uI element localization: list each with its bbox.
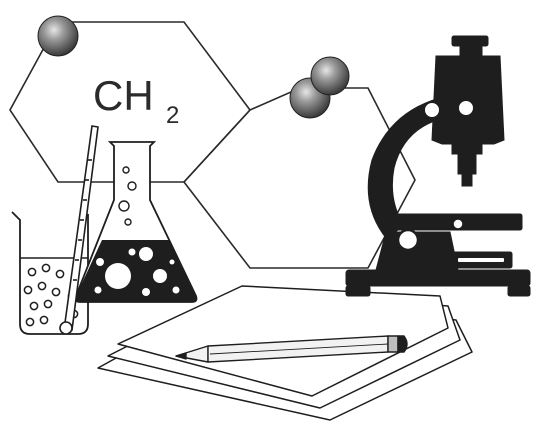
atom-spheres xyxy=(37,15,350,119)
thermometer-icon xyxy=(59,125,99,335)
flask-bubbles xyxy=(118,166,137,226)
atom-sphere-icon xyxy=(310,56,350,96)
flask-liquid-bubbles xyxy=(94,247,180,296)
formula-main: CH xyxy=(93,72,154,119)
formula-subscript: 2 xyxy=(166,102,179,129)
pencil-icon xyxy=(175,335,408,363)
erlenmeyer-flask-icon xyxy=(74,141,198,303)
atom-sphere-icon xyxy=(37,15,79,57)
microscope-icon xyxy=(345,35,531,297)
chemical-formula: CH 2 xyxy=(93,72,179,129)
